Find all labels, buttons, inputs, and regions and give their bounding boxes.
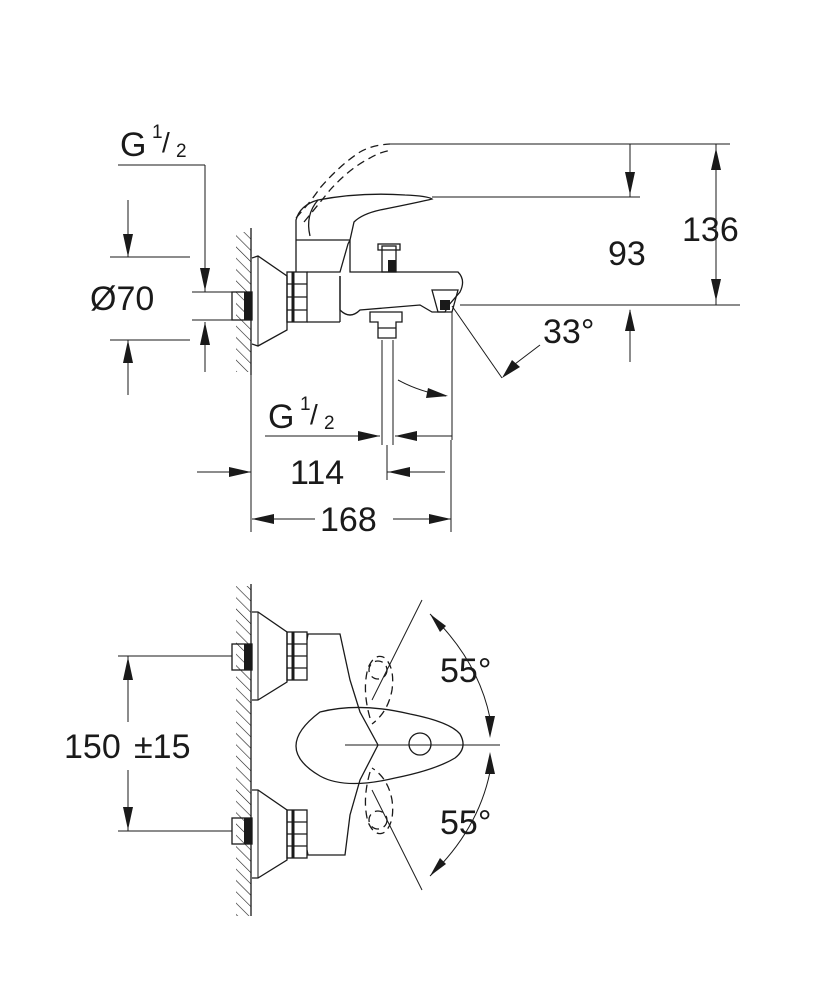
- thread-outlet-label: G: [268, 398, 294, 436]
- thread-outlet-numerator: 1: [300, 394, 311, 415]
- upper-flange: [252, 611, 288, 701]
- lever-indicator-dot: [408, 732, 432, 756]
- thread-top-slash: /: [162, 127, 170, 158]
- lever-raised-outline: [295, 143, 391, 219]
- lower-flange: [252, 789, 288, 879]
- thread-outlet-slash: /: [310, 399, 318, 430]
- depth-outlet-label: 114: [290, 454, 344, 492]
- spout-angle-label: 33°: [543, 313, 594, 351]
- shower-outlet: [369, 311, 403, 339]
- angle-up-label: 55°: [440, 652, 491, 690]
- wall-hatch: [236, 232, 251, 372]
- angle-down-label: 55°: [440, 804, 491, 842]
- thread-outlet-denominator: 2: [324, 413, 335, 434]
- side-view: G 1 / 2 Ø70 136 93 33° G 1 / 2 114 168: [90, 122, 740, 539]
- lever-up-outline: [364, 655, 394, 725]
- lever-front: [295, 706, 464, 785]
- escutcheon-flange: [251, 255, 288, 347]
- front-view: 150 ±15 55° 55°: [64, 584, 500, 916]
- lever-down-outline: [364, 767, 394, 835]
- mixer-body: [307, 239, 464, 316]
- thread-top-label: G: [120, 126, 146, 164]
- thread-top-denominator: 2: [176, 141, 187, 162]
- wall-hatch-front: [236, 586, 251, 916]
- height-spout-label: 93: [608, 235, 646, 273]
- center-tolerance-label: ±15: [134, 728, 190, 766]
- thread-top-numerator: 1: [152, 122, 163, 143]
- center-distance-label: 150: [64, 728, 121, 766]
- depth-total-label: 168: [320, 501, 377, 539]
- height-total-label: 136: [682, 211, 739, 249]
- flange-diameter-label: Ø70: [90, 280, 154, 318]
- lever-handle: [295, 193, 434, 241]
